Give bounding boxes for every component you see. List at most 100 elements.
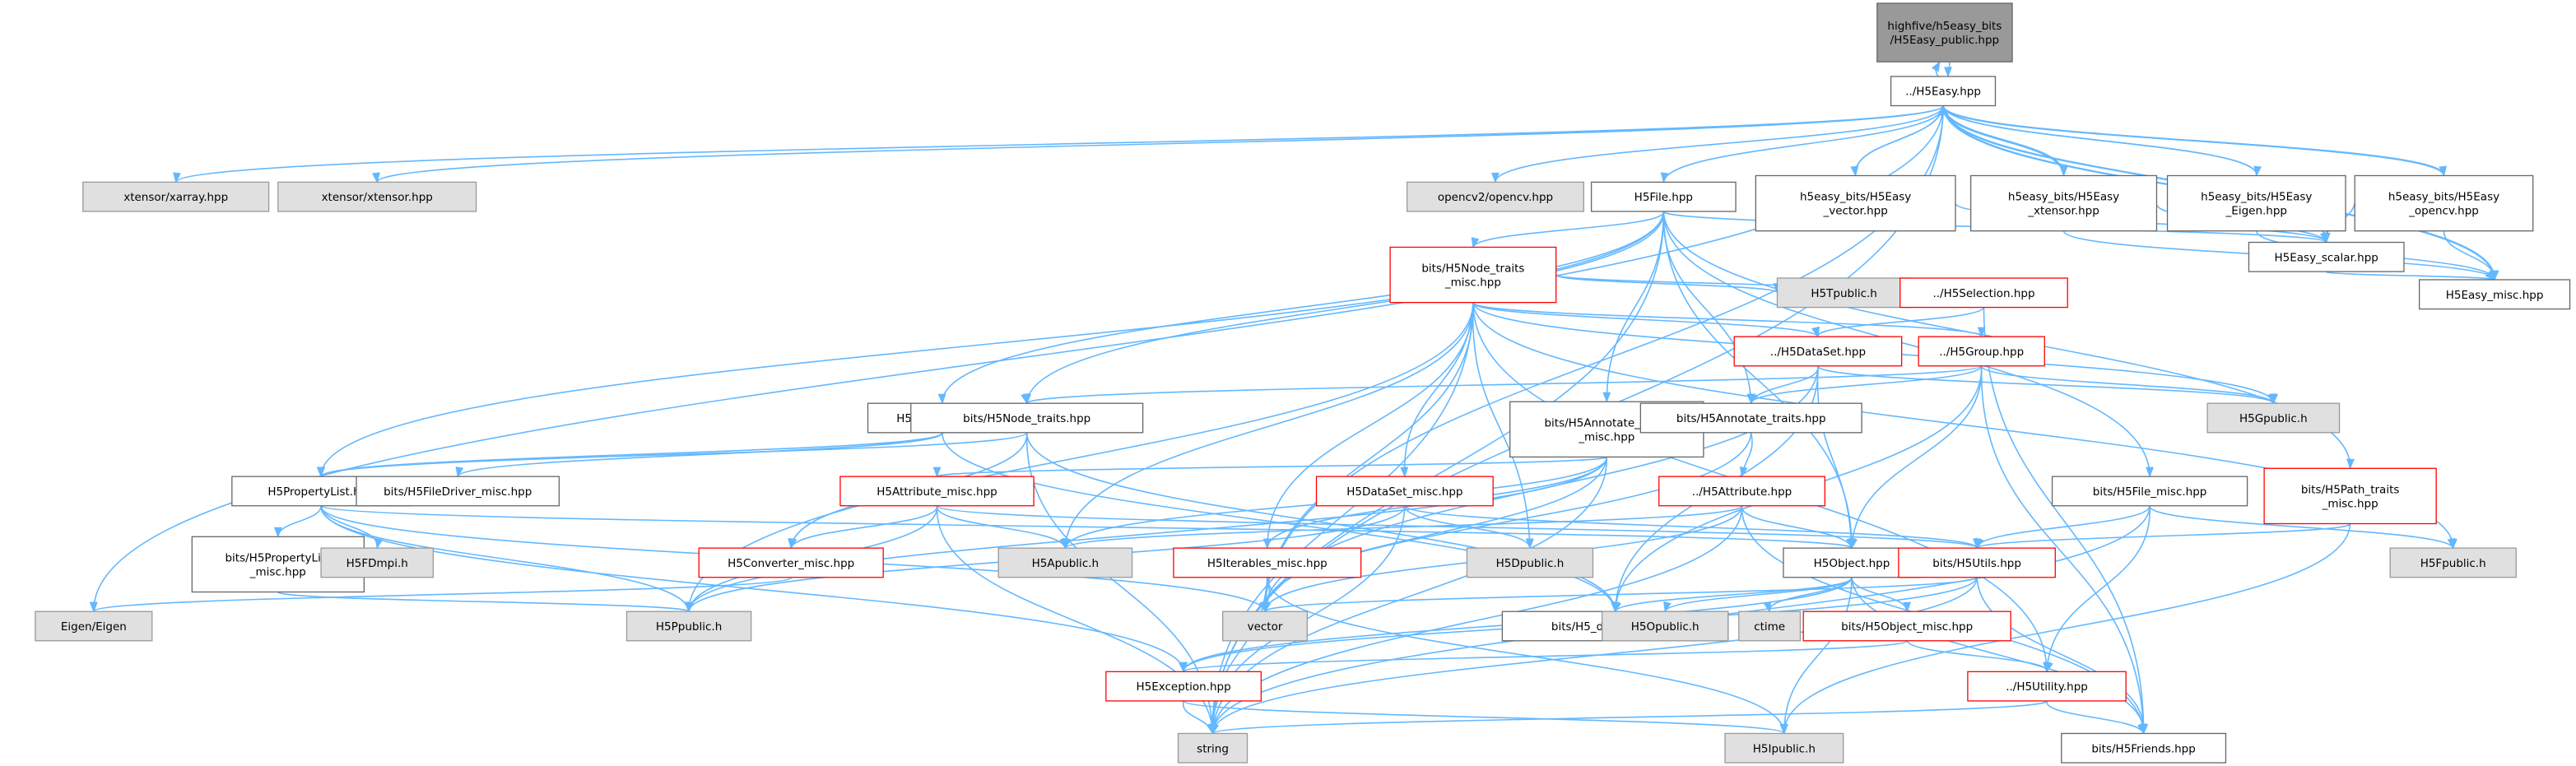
file-node-apub[interactable]: H5Apublic.h (997, 547, 1133, 578)
dependency-edge (1783, 523, 2351, 734)
node-label: string (1197, 742, 1229, 755)
dependency-edge (1064, 505, 1743, 549)
dependency-edge (1976, 522, 2351, 549)
dependency-edge (277, 505, 322, 537)
file-node-string[interactable]: string (1177, 732, 1248, 764)
node-box (910, 402, 1144, 434)
arrowhead (1811, 326, 1820, 338)
node-label: H5File.hpp (1634, 191, 1693, 204)
node-box (1733, 336, 1903, 367)
file-node-util[interactable]: ../H5Utility.hpp (1967, 671, 2127, 702)
node-label: bits/H5Path_traits (2301, 483, 2400, 496)
arrowhead (2045, 661, 2053, 673)
node-box (1105, 671, 1262, 702)
arrowhead (1739, 466, 1748, 478)
dependency-edge (1064, 302, 1474, 549)
dependency-edge (320, 432, 1028, 477)
dependency-edge (1983, 307, 2145, 734)
node-label: H5Tpublic.h (1811, 287, 1876, 300)
dependency-edge (1817, 307, 1985, 337)
arrowhead (1211, 723, 1220, 735)
file-node-dpub[interactable]: H5Dpublic.h (1466, 547, 1594, 578)
dependency-edge (1851, 577, 2145, 734)
file-node-vector[interactable]: vector (1222, 610, 1308, 642)
file-node-fmisc[interactable]: bits/H5File_misc.hpp (2051, 476, 2248, 507)
file-node-scalar[interactable]: H5Easy_scalar.hpp (2248, 241, 2405, 272)
file-node-dsmisc[interactable]: H5DataSet_misc.hpp (1315, 476, 1494, 507)
file-node-attr[interactable]: ../H5Attribute.hpp (1658, 476, 1825, 507)
arrowhead (1974, 537, 1983, 550)
dependency-edge (1404, 505, 1531, 549)
file-node-fdmpi[interactable]: H5FDmpi.h (320, 547, 434, 578)
node-label: vector (1248, 620, 1283, 634)
file-node-exc[interactable]: H5Exception.hpp (1105, 671, 1262, 702)
dependency-edge (320, 505, 1853, 549)
file-node-eigen[interactable]: Eigen/Eigen (35, 610, 153, 642)
node-label: xtensor/xarray.hpp (123, 191, 228, 204)
file-node-iter[interactable]: H5Iterables_misc.hpp (1173, 547, 1362, 578)
node-label: H5Iterables_misc.hpp (1207, 557, 1328, 570)
node-box (1969, 174, 2158, 232)
file-node-root[interactable]: highfive/h5easy_bits/H5Easy_public.hpp (1876, 2, 2013, 63)
file-node-ptmisc[interactable]: bits/H5Path_traits_misc.hpp (2263, 467, 2437, 525)
file-node-eig[interactable]: h5easy_bits/H5Easy_Eigen.hpp (2166, 174, 2346, 232)
file-node-amisc[interactable]: H5Attribute_misc.hpp (839, 476, 1035, 507)
file-node-opencv[interactable]: opencv2/opencv.hpp (1406, 181, 1584, 212)
dependency-edge (688, 457, 1608, 612)
file-node-tpub[interactable]: H5Tpublic.h (1776, 277, 1912, 309)
file-node-ant[interactable]: bits/H5Annotate_traits.hpp (1639, 402, 1862, 434)
file-node-emisc[interactable]: H5Easy_misc.hpp (2418, 279, 2571, 310)
node-label: H5Opublic.h (1631, 620, 1700, 634)
dependency-edge (1750, 365, 1983, 404)
file-node-h5easy[interactable]: ../H5Easy.hpp (1890, 76, 1997, 107)
node-box (277, 181, 477, 212)
node-label: xtensor/xtensor.hpp (322, 191, 433, 204)
file-node-ds[interactable]: ../H5DataSet.hpp (1733, 336, 1903, 367)
file-node-omisc[interactable]: bits/H5Object_misc.hpp (1802, 610, 2011, 642)
node-box (320, 547, 434, 578)
dependency-edge (277, 591, 690, 612)
dependency-edge (1267, 302, 1474, 549)
file-node-fdmisc[interactable]: bits/H5FileDriver_misc.hpp (356, 476, 560, 507)
file-node-xarray[interactable]: xtensor/xarray.hpp (82, 181, 270, 212)
file-node-ctime[interactable]: ctime (1738, 610, 1802, 642)
node-label: _misc.hpp (249, 565, 306, 578)
file-node-grp[interactable]: ../H5Group.hpp (1918, 336, 2045, 367)
file-node-fpub[interactable]: H5Fpublic.h (2389, 547, 2517, 578)
file-node-opub[interactable]: H5Opublic.h (1602, 610, 1729, 642)
node-box (1602, 610, 1729, 642)
file-node-sel[interactable]: ../H5Selection.hpp (1899, 277, 2068, 309)
file-node-friends[interactable]: bits/H5Friends.hpp (2061, 732, 2227, 764)
node-box (1658, 476, 1825, 507)
file-node-utils[interactable]: bits/H5Utils.hpp (1898, 547, 2056, 578)
node-label: ../H5Utility.hpp (2006, 680, 2088, 694)
dependency-edge (320, 432, 943, 477)
node-label: _misc.hpp (2322, 497, 2378, 510)
node-box (2418, 279, 2571, 310)
file-node-conv[interactable]: H5Converter_misc.hpp (698, 547, 884, 578)
dependency-edge (1472, 211, 1665, 248)
node-label: bits/H5File_misc.hpp (2093, 485, 2207, 499)
node-label: bits/H5Annotate_traits (1544, 416, 1669, 429)
file-node-vec[interactable]: h5easy_bits/H5Easy_vector.hpp (1755, 174, 1956, 232)
arrowhead (1845, 537, 1854, 550)
node-box (2389, 547, 2517, 578)
dependency-edge (1267, 577, 1785, 734)
arrowhead (1939, 104, 1947, 115)
file-node-xten[interactable]: h5easy_bits/H5Easy_xtensor.hpp (1969, 174, 2158, 232)
file-node-nt[interactable]: bits/H5Node_traits.hpp (910, 402, 1144, 434)
file-node-gpub[interactable]: H5Gpublic.h (2206, 402, 2341, 434)
node-label: bits/H5FileDriver_misc.hpp (384, 485, 532, 499)
file-node-h5file[interactable]: H5File.hpp (1590, 181, 1737, 212)
file-node-ocv[interactable]: h5easy_bits/H5Easy_opencv.hpp (2354, 174, 2534, 232)
dependency-edge (1942, 105, 2445, 176)
node-label: bits/H5Node_traits.hpp (963, 412, 1090, 425)
node-box (2248, 241, 2405, 272)
file-node-ppub[interactable]: H5Ppublic.h (625, 610, 752, 642)
node-box (2061, 732, 2227, 764)
file-node-ntmisc[interactable]: bits/H5Node_traits_misc.hpp (1389, 246, 1557, 304)
file-node-xtensor[interactable]: xtensor/xtensor.hpp (277, 181, 477, 212)
node-label: ../H5Selection.hpp (1932, 287, 2034, 300)
file-node-ipub[interactable]: H5Ipublic.h (1724, 732, 1844, 764)
